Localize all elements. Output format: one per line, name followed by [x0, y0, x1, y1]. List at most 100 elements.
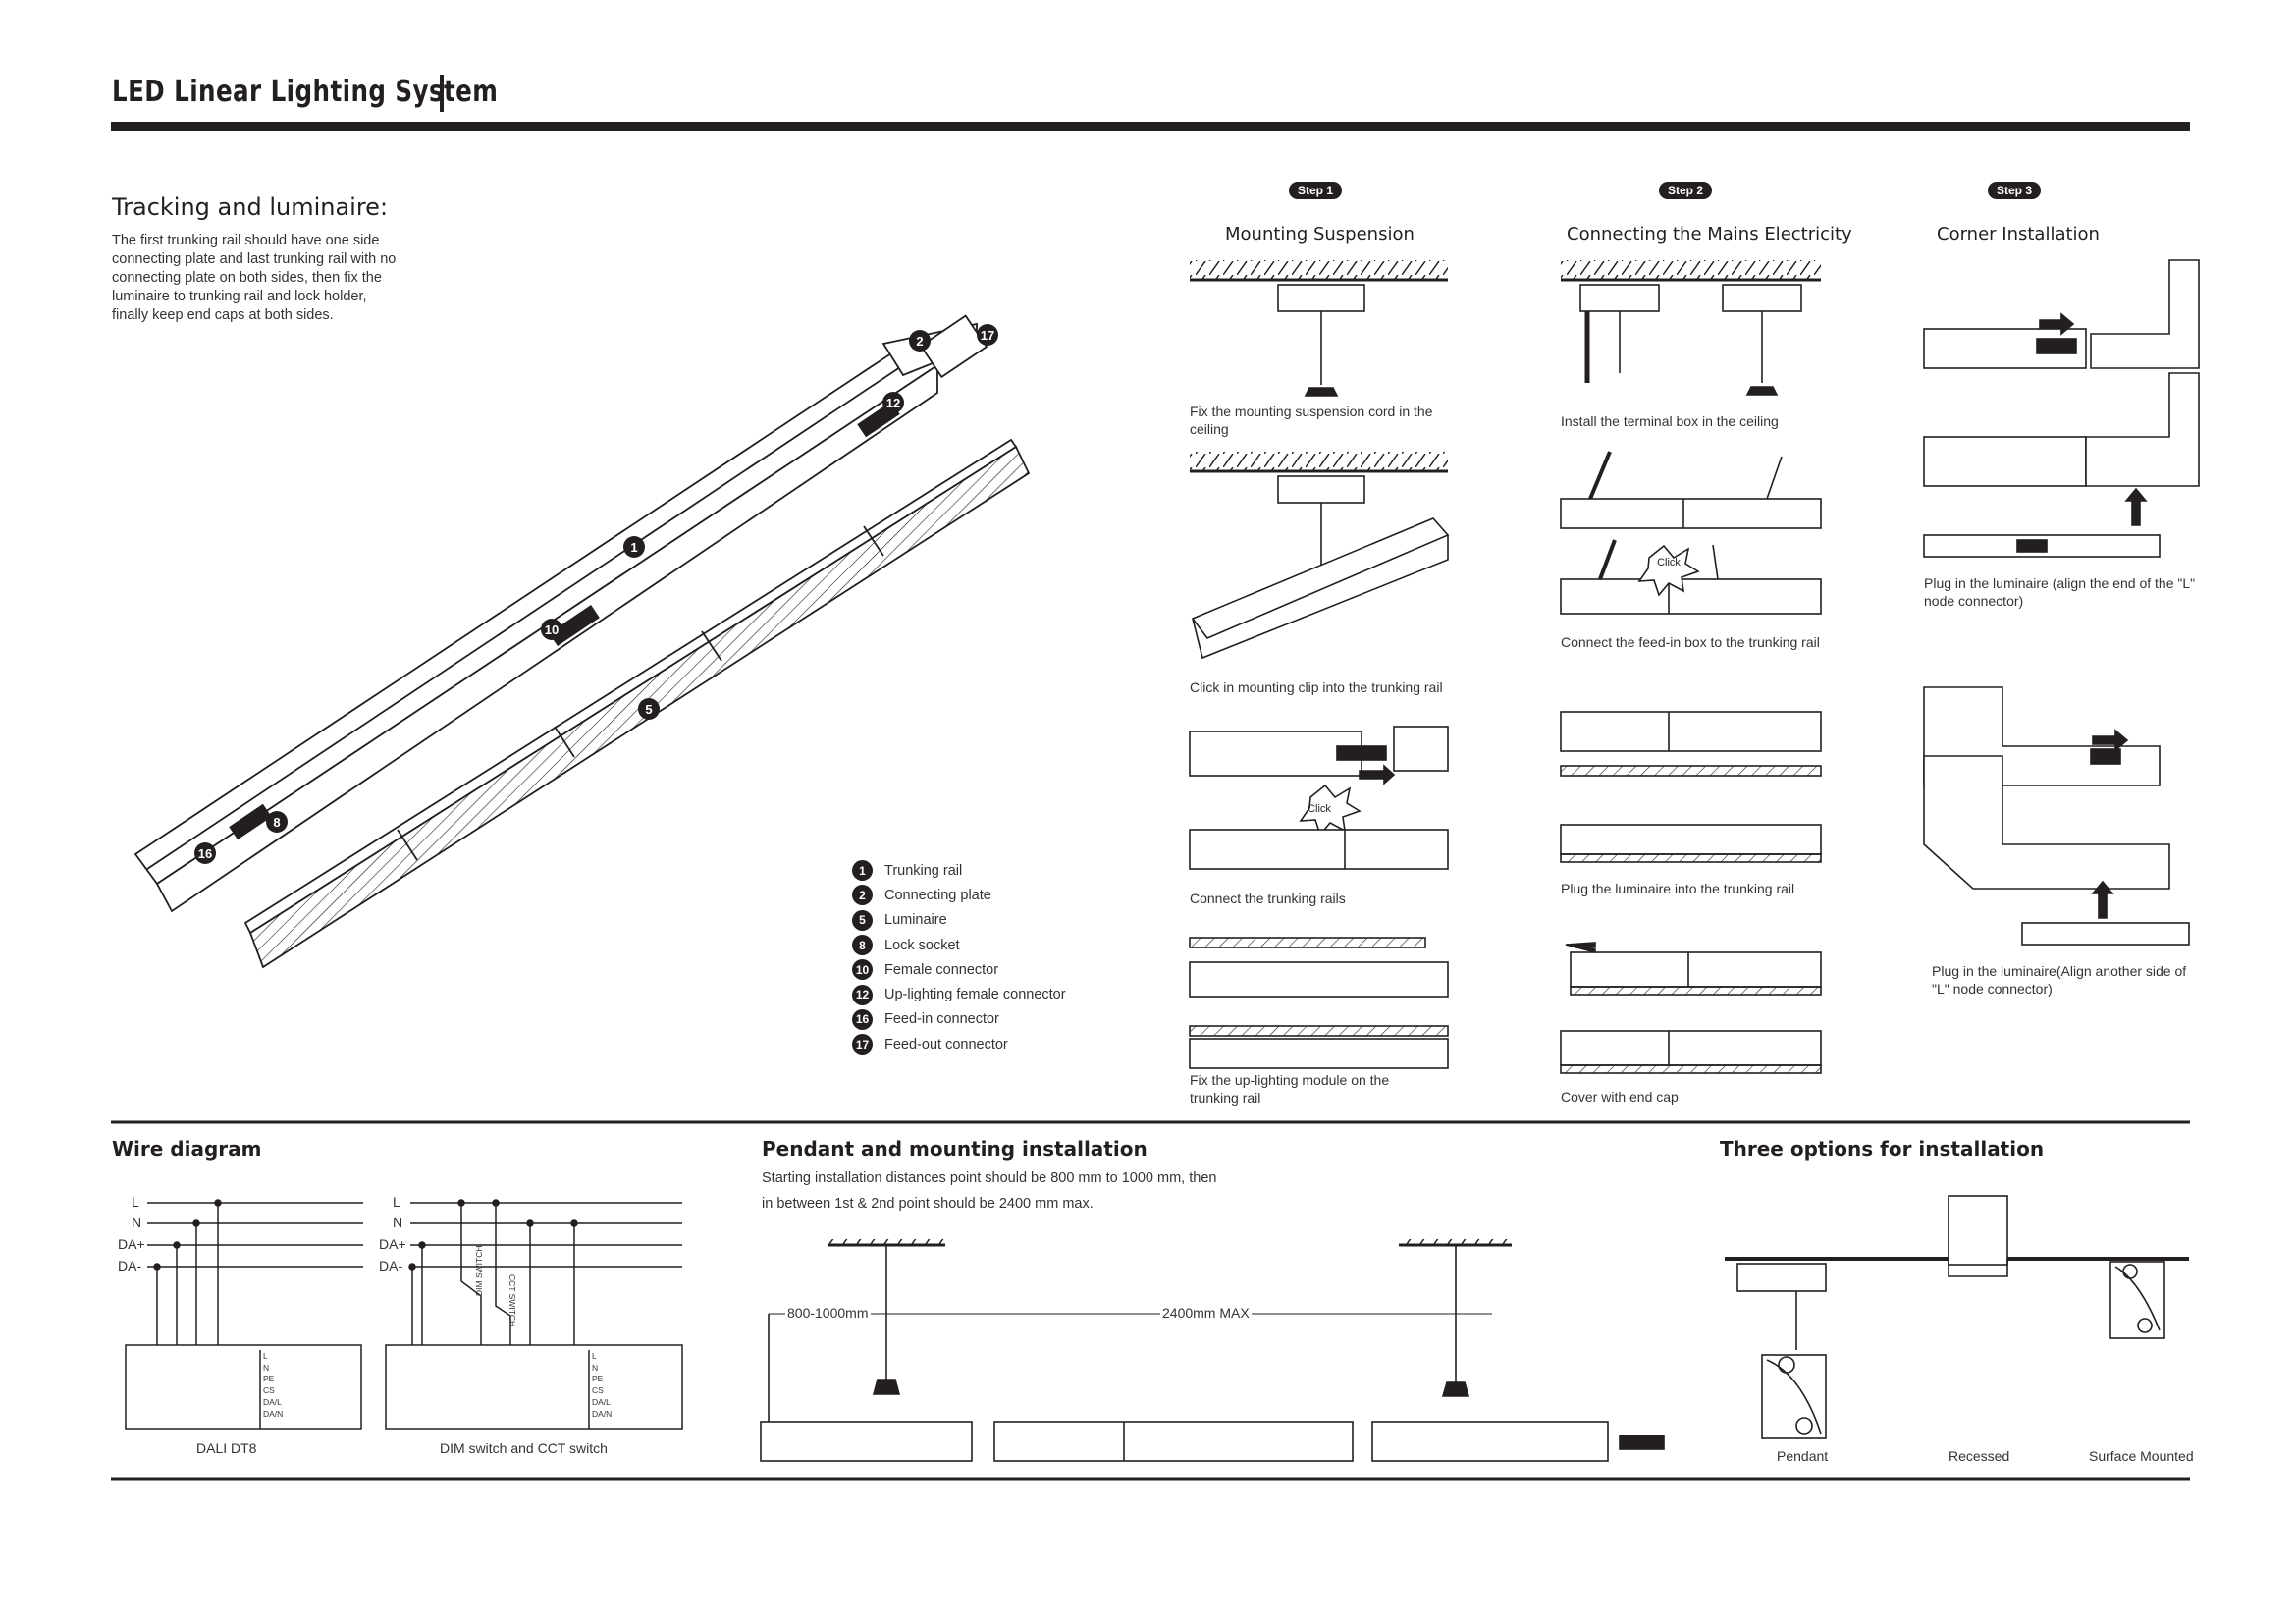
callout-badges: 2 17 12 1 10 5 8 16 [194, 324, 998, 864]
terminal-label: PE [263, 1374, 275, 1384]
step-2-illustrations [1560, 260, 1822, 1074]
legend-item: 17 Feed-out connector [852, 1032, 1066, 1056]
pendant-description: Starting installation distances point sh… [762, 1169, 1216, 1214]
description-line: The first trunking rail should have one … [112, 233, 380, 248]
installation-options-illustration [1725, 1195, 2189, 1439]
legend-number: 8 [852, 935, 873, 956]
wire-line-label: DA- [118, 1258, 142, 1273]
step-1-badge: Step 1 [1289, 182, 1343, 199]
svg-text:5: 5 [645, 702, 652, 717]
description-line: Starting installation distances point sh… [762, 1170, 1217, 1186]
step-3-caption: Plug in the luminaire(Align another side… [1932, 963, 2187, 997]
description-line: connecting plate on both sides, then fix… [112, 270, 382, 286]
legend-label: Luminaire [884, 912, 947, 929]
page-title: LED Linear Lighting System [112, 75, 499, 109]
svg-text:8: 8 [273, 815, 280, 830]
svg-text:2: 2 [916, 334, 923, 349]
dim-switch-label: DIM SWITCH [474, 1245, 484, 1296]
legend-item: 1 Trunking rail [852, 858, 1066, 883]
wire-line-label: L [132, 1194, 139, 1210]
header-rule [111, 122, 2190, 131]
legend-label: Feed-in connector [884, 1011, 999, 1028]
terminal-labels: L N PE CS DA/L DA/N [263, 1351, 283, 1420]
option-label-pendant: Pendant [1777, 1448, 1829, 1464]
step-2-caption: Connect the feed-in box to the trunking … [1561, 634, 1820, 650]
click-label: Click [1308, 803, 1331, 815]
wire-diagram-label: DALI DT8 [196, 1440, 257, 1456]
terminal-label: L [263, 1351, 268, 1361]
terminal-label: N [592, 1362, 599, 1373]
wire-diagram-heading: Wire diagram [112, 1137, 262, 1161]
terminal-label: CS [592, 1385, 604, 1396]
terminal-label: DA/N [263, 1408, 284, 1419]
wire-line-label: DA+ [118, 1236, 145, 1252]
legend-number: 1 [852, 860, 873, 882]
wire-line-label: DA- [379, 1258, 403, 1273]
legend-label: Feed-out connector [884, 1036, 1008, 1053]
dimension-label-max: 2400mm MAX [1160, 1305, 1252, 1321]
option-label-recessed: Recessed [1949, 1448, 2010, 1464]
terminal-label: N [263, 1362, 270, 1373]
terminal-label: DA/L [263, 1396, 282, 1407]
svg-text:1: 1 [630, 540, 637, 555]
step-2-caption: Cover with end cap [1561, 1089, 1679, 1105]
tracking-heading: Tracking and luminaire: [112, 193, 389, 221]
legend-label: Trunking rail [884, 862, 963, 879]
wire-diagram-label: DIM switch and CCT switch [440, 1440, 608, 1456]
click-label: Click [1657, 557, 1681, 568]
pendant-mounting-illustration [760, 1239, 1665, 1462]
terminal-labels: L N PE CS DA/L DA/N [592, 1351, 612, 1420]
step-2-caption: Plug the luminaire into the trunking rai… [1561, 881, 1795, 896]
legend-number: 2 [852, 885, 873, 906]
legend-item: 8 Lock socket [852, 933, 1066, 957]
legend-item: 16 Feed-in connector [852, 1007, 1066, 1032]
cct-switch-label: CCT SWITCH [507, 1274, 517, 1327]
legend-item: 5 Luminaire [852, 908, 1066, 933]
legend-number: 17 [852, 1034, 873, 1056]
legend-number: 5 [852, 909, 873, 931]
legend-item: 2 Connecting plate [852, 883, 1066, 907]
step-3-title: Corner Installation [1937, 224, 2100, 244]
options-heading: Three options for installation [1720, 1137, 2045, 1161]
step-1-caption: Connect the trunking rails [1190, 891, 1346, 906]
description-line: connecting plate and last trunking rail … [112, 251, 397, 267]
terminal-label: CS [263, 1385, 275, 1396]
step-2-caption: Install the terminal box in the ceiling [1561, 413, 1779, 429]
legend-label: Lock socket [884, 937, 960, 953]
terminal-label: DA/L [592, 1396, 611, 1407]
terminal-label: PE [592, 1374, 604, 1384]
step-1-illustrations [1189, 260, 1450, 1069]
legend-label: Connecting plate [884, 887, 991, 903]
step-3-illustrations [1923, 259, 2200, 946]
svg-text:16: 16 [198, 846, 212, 861]
dimension-label-start: 800-1000mm [785, 1305, 871, 1321]
step-1-title: Mounting Suspension [1225, 224, 1415, 244]
step-2-title: Connecting the Mains Electricity [1567, 224, 1852, 244]
step-1-caption: Click in mounting clip into the trunking… [1190, 679, 1443, 695]
wire-line-label: DA+ [379, 1236, 406, 1252]
legend-item: 12 Up-lighting female connector [852, 982, 1066, 1006]
description-line: in between 1st & 2nd point should be 240… [762, 1196, 1094, 1212]
trunking-rail-illustration [133, 314, 988, 913]
option-label-surface: Surface Mounted [2089, 1448, 2194, 1464]
legend-label: Female connector [884, 961, 999, 978]
svg-text:17: 17 [981, 328, 994, 343]
step-3-badge: Step 3 [1988, 182, 2042, 199]
parts-legend: 1 Trunking rail 2 Connecting plate 5 Lumina… [852, 858, 1066, 1056]
legend-number: 16 [852, 1008, 873, 1030]
step-3-caption: Plug in the luminaire (align the end of … [1924, 575, 2196, 609]
step-2-badge: Step 2 [1659, 182, 1713, 199]
legend-number: 12 [852, 984, 873, 1005]
title-divider [440, 75, 444, 112]
svg-text:12: 12 [886, 396, 900, 410]
step-1-caption: Fix the up-lighting module on the trunki… [1190, 1072, 1390, 1106]
wire-diagram [125, 1199, 683, 1430]
wire-line-label: N [393, 1215, 403, 1230]
description-line: luminaire to trunking rail and lock hold… [112, 289, 367, 304]
terminal-label: DA/N [592, 1408, 613, 1419]
description-line: finally keep end caps at both sides. [112, 307, 334, 323]
wire-line-label: L [393, 1194, 400, 1210]
legend-label: Up-lighting female connector [884, 987, 1066, 1003]
